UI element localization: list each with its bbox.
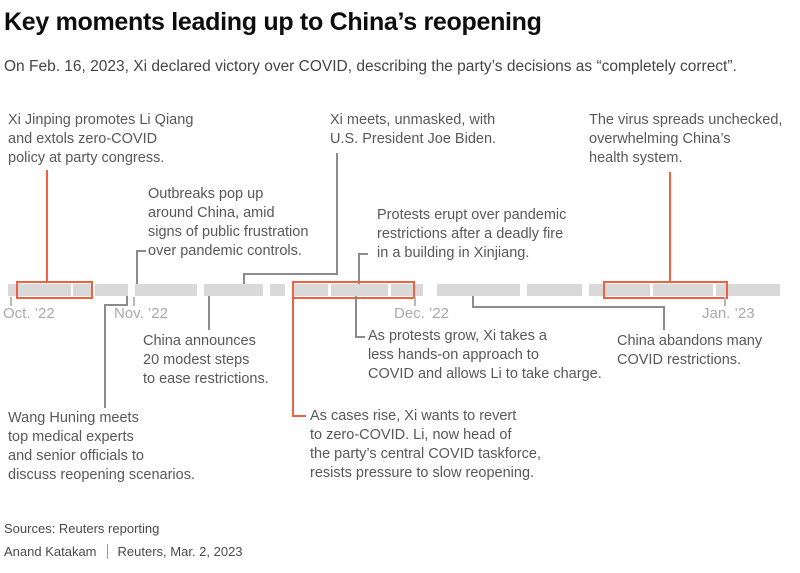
page-title: Key moments leading up to China’s reopen…: [4, 8, 542, 36]
connector-xi-promotes-line: [46, 170, 48, 283]
connector-biden-vertical: [336, 153, 338, 275]
connector-biden-drop: [243, 273, 245, 284]
footer-sources: Sources: Reuters reporting: [4, 521, 160, 536]
connector-cases-rise-arm: [292, 415, 306, 417]
page-subtitle: On Feb. 16, 2023, Xi declared victory ov…: [4, 58, 737, 75]
timeline-segment: [135, 284, 197, 296]
timeline-highlight-box: [16, 281, 93, 299]
annotation-xi-promotes: Xi Jinping promotes Li Qiang and extols …: [8, 112, 194, 166]
timeline-segment: [437, 284, 520, 296]
connector-cases-rise-vertical: [292, 296, 294, 417]
timeline-highlight-box: [603, 281, 728, 299]
timeline-segment: [527, 284, 582, 296]
timeline-segment: [331, 284, 388, 296]
timeline-segment: [391, 284, 423, 296]
connector-protests-grow-vertical: [355, 296, 357, 338]
timeline-segment: [204, 284, 263, 296]
connector-china-abandons-horizontal: [472, 306, 665, 308]
annotation-wang-huning: Wang Huning meets top medical experts an…: [8, 410, 195, 483]
timeline-segment: [95, 284, 128, 296]
annotation-china-announces: China announces 20 modest steps to ease …: [143, 333, 269, 387]
timeline-tick: [724, 297, 726, 306]
timeline-segment: [270, 284, 285, 296]
month-label-dec: Dec. ’22: [394, 305, 450, 322]
annotation-protests-grow: As protests grow, Xi takes a less hands-…: [368, 328, 602, 382]
connector-outbreaks-arm: [136, 250, 146, 252]
connector-wang-horizontal: [104, 304, 128, 306]
timeline-tick: [133, 297, 135, 306]
annotation-protests-erupt: Protests erupt over pandemic restriction…: [377, 207, 567, 261]
timeline-tick: [10, 297, 12, 306]
footer-byline: Anand Katakam Reuters, Mar. 2, 2023: [4, 544, 243, 559]
month-label-nov: Nov. ’22: [114, 305, 168, 322]
month-label-jan: Jan. ’23: [702, 305, 755, 322]
annotation-outbreaks: Outbreaks pop up around China, amid sign…: [148, 186, 309, 259]
connector-china-abandons-drop: [472, 296, 474, 308]
timeline-segment: [8, 284, 71, 296]
connector-wang-vertical: [104, 304, 106, 408]
connector-protests-arm: [358, 253, 368, 255]
connector-china-announces-line: [208, 296, 210, 330]
annotation-biden-meeting: Xi meets, unmasked, with U.S. President …: [330, 112, 497, 147]
connector-wang-drop: [126, 296, 128, 306]
footer-author: Anand Katakam: [4, 544, 97, 559]
annotation-cases-rise: As cases rise, Xi wants to revert to zer…: [310, 408, 542, 481]
timeline-highlight-box: [292, 281, 415, 299]
connector-outbreaks-line: [136, 250, 138, 284]
timeline-tick: [414, 297, 416, 306]
timeline-segment: [73, 284, 93, 296]
connector-protests-grow-arm: [355, 336, 365, 338]
annotation-china-abandons: China abandons many COVID restrictions.: [617, 333, 763, 368]
connector-protests-line: [358, 253, 360, 284]
timeline-segment: [292, 284, 328, 296]
annotation-virus-spreads: The virus spreads unchecked, overwhelmin…: [589, 112, 783, 166]
month-label-oct: Oct. ’22: [3, 305, 55, 322]
connector-virus-spreads-line: [669, 172, 671, 283]
footer-divider: [106, 544, 108, 559]
connector-biden-horizontal: [243, 273, 338, 275]
connector-china-abandons-vertical: [663, 306, 665, 330]
timeline-segment: [716, 284, 780, 296]
footer-credit: Reuters, Mar. 2, 2023: [117, 544, 243, 559]
timeline-segment: [653, 284, 713, 296]
